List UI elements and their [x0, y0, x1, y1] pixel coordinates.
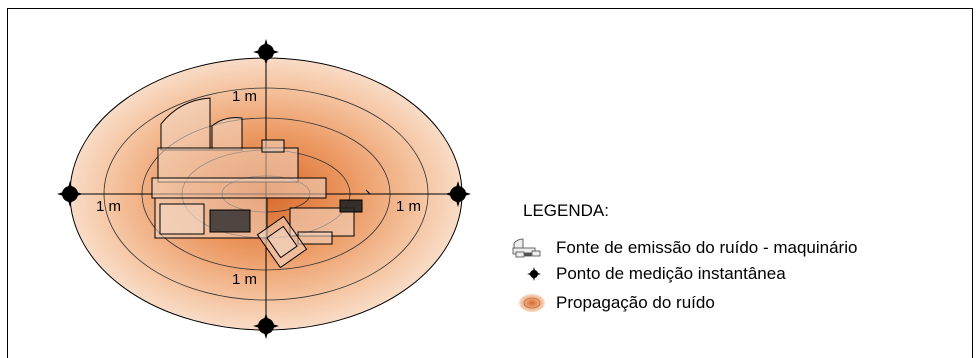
distance-label-bottom: 1 m [232, 271, 257, 288]
distance-label-right: 1 m [396, 198, 421, 215]
measurement-point-right [445, 181, 471, 207]
legend-item-noise-propagation: Propagação do ruído [510, 292, 715, 314]
measurement-point-icon [510, 263, 556, 285]
legend-label-machine: Fonte de emissão do ruído - maquinário [556, 238, 858, 257]
legend-item-machine: Fonte de emissão do ruído - maquinário [510, 237, 857, 259]
distance-label-left: 1 m [96, 198, 121, 215]
machine-icon [151, 97, 371, 269]
legend-label-measurement-point: Ponto de medição instantânea [556, 264, 786, 283]
legend-title: LEGENDA: [523, 201, 609, 220]
legend-label-noise-propagation: Propagação do ruído [556, 293, 715, 312]
figure-frame [7, 8, 973, 358]
measurement-point-top [253, 39, 279, 65]
legend-item-measurement-point: Ponto de medição instantânea [510, 263, 786, 285]
noise-propagation-icon [510, 292, 556, 314]
measurement-point-bottom [253, 313, 279, 339]
machine-icon [510, 237, 556, 259]
measurement-point-left [57, 181, 83, 207]
distance-label-top: 1 m [232, 88, 257, 105]
